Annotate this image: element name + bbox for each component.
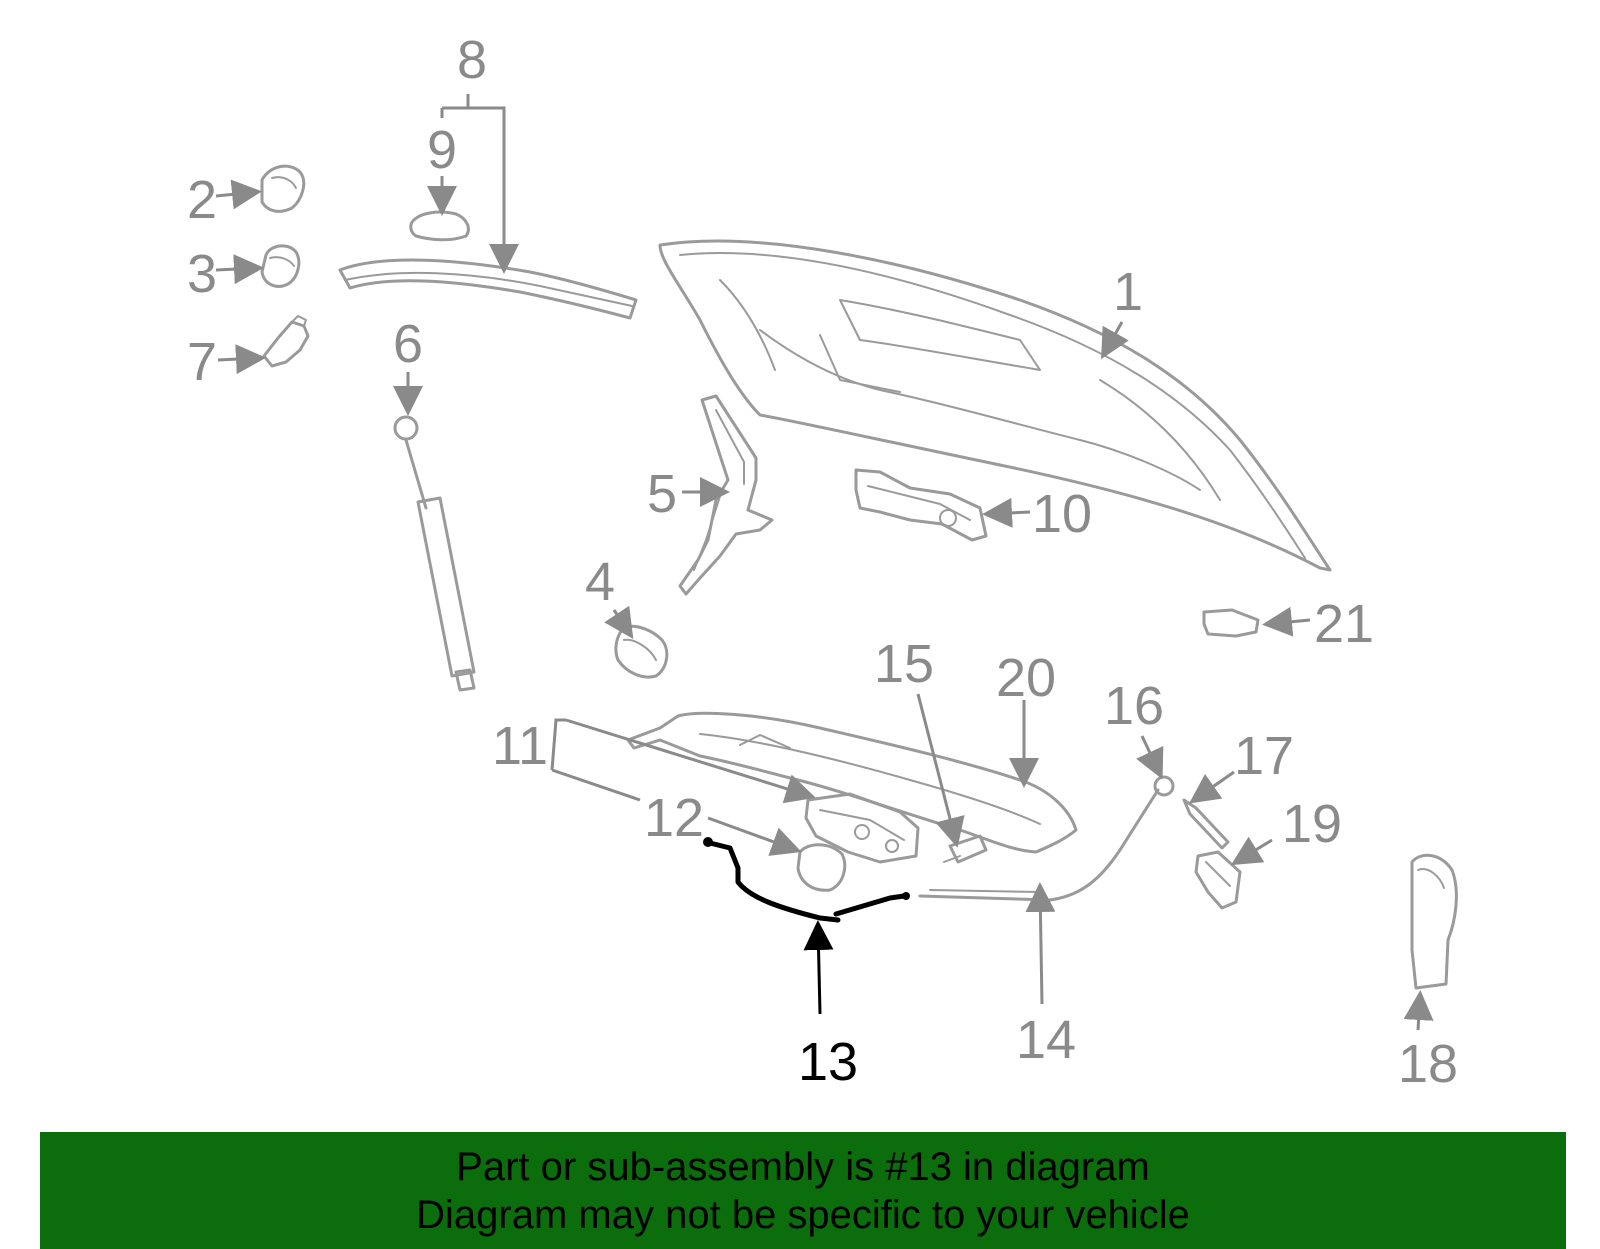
part-clip-15 <box>943 834 988 864</box>
leader-16 <box>1136 735 1164 780</box>
leader-18 <box>1403 990 1434 1031</box>
part-grommet-16 <box>1153 775 1175 797</box>
part-latch-11 <box>804 792 920 864</box>
part-clip-21 <box>1202 608 1260 638</box>
callout-6: 6 <box>393 314 423 374</box>
callout-5: 5 <box>647 464 677 524</box>
banner-line-part: Part or sub-assembly is #13 in diagram <box>456 1144 1150 1189</box>
leader-19 <box>1230 836 1273 866</box>
leader-12 <box>707 816 802 856</box>
callout-9: 9 <box>427 120 457 180</box>
part-clip-9 <box>409 210 470 242</box>
part-clip-7 <box>262 315 310 368</box>
leader-10 <box>982 497 1031 528</box>
part-weatherstrip-8 <box>338 258 638 320</box>
leader-21 <box>1262 606 1311 637</box>
callout-8: 8 <box>457 30 487 90</box>
leader-lines <box>215 94 1434 1031</box>
callout-2: 2 <box>187 170 217 230</box>
part-cover-12 <box>796 843 847 892</box>
part-cable-13 <box>703 837 910 923</box>
leader-4 <box>604 605 634 639</box>
callout-14: 14 <box>1016 1010 1076 1070</box>
leader-2 <box>215 179 262 210</box>
callout-10: 10 <box>1032 484 1092 544</box>
callout-16: 16 <box>1104 676 1164 736</box>
part-handle-17 <box>1182 798 1230 850</box>
leader-15 <box>916 693 965 848</box>
part-bumper-2 <box>260 164 306 213</box>
part-hood <box>658 239 1332 572</box>
callout-4: 4 <box>585 552 615 612</box>
callout-7: 7 <box>187 332 217 392</box>
callout-20: 20 <box>996 648 1056 708</box>
part-bumper-3 <box>260 244 301 288</box>
part-strut-6 <box>393 415 476 692</box>
leader-11-lower <box>551 768 641 802</box>
callout-18: 18 <box>1398 1034 1458 1094</box>
leader-3 <box>215 254 264 285</box>
callout-12: 12 <box>644 788 704 848</box>
leader-7 <box>217 344 266 375</box>
part-hinge-5 <box>678 394 774 596</box>
leader-11-bracket <box>550 718 566 771</box>
info-banner: Part or sub-assembly is #13 in diagram D… <box>40 1132 1566 1249</box>
part-bracket-19 <box>1194 850 1242 910</box>
part-bumper-4 <box>614 624 669 679</box>
callout-11: 11 <box>492 716 548 776</box>
leader-14 <box>1025 882 1056 1005</box>
callout-1: 1 <box>1113 262 1143 322</box>
leader-11 <box>565 718 816 804</box>
leader-1 <box>1101 321 1129 360</box>
leader-8 <box>442 106 519 274</box>
callout-13: 13 <box>798 1032 858 1092</box>
parts-diagram: 1 2 3 4 5 6 7 8 9 10 11 12 13 14 15 16 1… <box>187 30 1458 1094</box>
callout-21: 21 <box>1314 594 1374 654</box>
callout-3: 3 <box>187 244 217 304</box>
leader-13 <box>803 920 834 1015</box>
callout-17: 17 <box>1234 726 1294 786</box>
part-trim-18 <box>1410 853 1458 990</box>
callout-15: 15 <box>874 634 934 694</box>
part-striker-10 <box>854 468 988 542</box>
banner-line-disclaimer: Diagram may not be specific to your vehi… <box>416 1192 1190 1237</box>
callout-labels: 1 2 3 4 5 6 7 8 9 10 11 12 13 14 15 16 1… <box>187 30 1458 1094</box>
leader-17 <box>1189 770 1235 804</box>
callout-19: 19 <box>1282 794 1342 854</box>
